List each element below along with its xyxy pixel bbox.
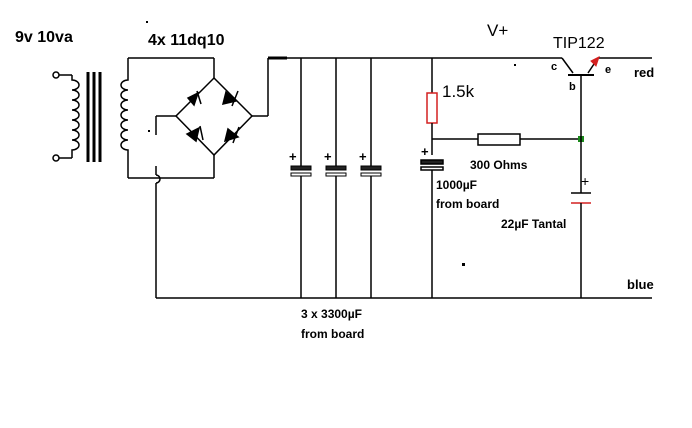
cap-bank-label: 3 x 3300µF bbox=[301, 307, 362, 321]
rails bbox=[156, 57, 652, 299]
vplus-label: V+ bbox=[487, 21, 508, 40]
primary-coil bbox=[71, 75, 80, 158]
capacitor-3300uf: + bbox=[289, 58, 312, 298]
cap-1000uf-plus: + bbox=[421, 144, 429, 159]
resistor-1-5k-label: 1.5k bbox=[442, 82, 475, 101]
diode-3 bbox=[185, 125, 204, 143]
capacitor-3300uf: + bbox=[359, 58, 382, 298]
collector-pin-label: c bbox=[551, 61, 557, 73]
transformer-core bbox=[86, 72, 102, 162]
bridge-label: 4x 11dq10 bbox=[148, 32, 225, 49]
base-pin-label: b bbox=[569, 81, 576, 93]
primary-terminal-top bbox=[52, 71, 60, 79]
capacitor-3300uf-plus: + bbox=[289, 149, 297, 164]
resistor-300-ohms bbox=[432, 133, 584, 146]
capacitor-3300uf: + bbox=[324, 58, 347, 298]
transistor-label: TIP122 bbox=[553, 35, 605, 52]
diode-1 bbox=[186, 90, 202, 107]
capacitor-1000uf bbox=[420, 159, 444, 298]
bridge-rectifier bbox=[128, 56, 287, 298]
cap-bank-sublabel: from board bbox=[301, 327, 364, 341]
transformer bbox=[52, 58, 129, 178]
emitter-arrow bbox=[590, 56, 600, 67]
resistor-300-label: 300 Ohms bbox=[470, 158, 528, 172]
output-blue-label: blue bbox=[627, 277, 654, 292]
resistor-1-5k bbox=[426, 58, 438, 155]
emitter-pin-label: e bbox=[605, 64, 611, 76]
secondary-coil bbox=[120, 58, 129, 178]
primary-terminal-bottom bbox=[52, 154, 60, 162]
stray-dots bbox=[146, 21, 516, 266]
capacitor-3300uf-plus: + bbox=[359, 149, 367, 164]
cap-1000uf-sublabel: from board bbox=[436, 197, 499, 211]
diode-4 bbox=[223, 126, 240, 144]
output-red-label: red bbox=[634, 65, 654, 80]
cap-22uf-label: 22µF Tantal bbox=[501, 217, 566, 231]
transistor-tip122 bbox=[561, 56, 600, 88]
capacitor-3300uf-plus: + bbox=[324, 149, 332, 164]
cap-22uf-plus: + bbox=[581, 173, 589, 189]
capacitor-22uf bbox=[571, 88, 591, 298]
capacitor-bank: + + + bbox=[289, 58, 382, 298]
cap-1000uf-label: 1000µF bbox=[436, 178, 477, 192]
transformer-label: 9v 10va bbox=[15, 29, 73, 46]
diode-2 bbox=[221, 90, 239, 107]
